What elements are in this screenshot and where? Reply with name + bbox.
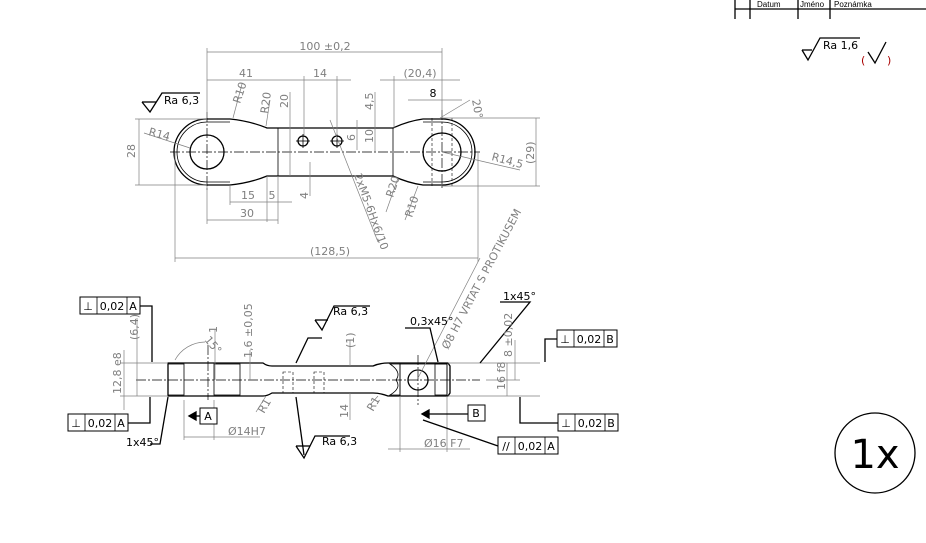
- dim-4: 4: [298, 192, 311, 199]
- fcf-tolerance: 0,02: [88, 417, 113, 430]
- dim-8: 8: [430, 87, 437, 100]
- roughness-symbol-section-top: Ra 6,3: [314, 305, 370, 332]
- roughness-symbol-section-bottom: Ra 6,3: [295, 435, 357, 460]
- r14: R14: [147, 125, 171, 143]
- chamfer-0-3: 0,3x45°: [410, 315, 454, 328]
- parallelism-icon: //: [502, 440, 510, 453]
- perpendicularity-icon: ⊥: [561, 417, 571, 430]
- dim-6: 6: [345, 134, 358, 141]
- dim-5: 5: [269, 189, 276, 202]
- dim-total-length: (128,5): [310, 245, 350, 258]
- dim-14: 14: [313, 67, 327, 80]
- datum-b-box: B: [467, 404, 486, 422]
- fcf-datum: B: [607, 417, 615, 430]
- dim-20-4: (20,4): [403, 67, 436, 80]
- roughness-section-bottom: Ra 6,3: [322, 435, 357, 448]
- dim-41: 41: [239, 67, 253, 80]
- general-roughness-symbol: Ra 1,6 ( ): [801, 37, 891, 67]
- chamfer-left: 1x45°: [126, 436, 159, 449]
- dim-20: 20: [278, 94, 291, 108]
- title-block-date: Datum: [757, 0, 781, 9]
- fcf-tolerance: 0,02: [578, 417, 603, 430]
- fcf-top-left: ⊥ 0,02 A: [79, 296, 141, 315]
- roughness-section-top: Ra 6,3: [333, 305, 368, 318]
- dim-overall-length: 100 ±0,2: [299, 40, 350, 53]
- dim-paren-1: (1): [344, 332, 357, 348]
- fcf-datum: A: [117, 417, 125, 430]
- r10-right: R10: [402, 194, 421, 219]
- title-block-note: Poznámka: [834, 0, 872, 9]
- angle-20: 20°: [469, 98, 485, 119]
- dim-10: 10: [363, 129, 376, 143]
- quantity-text: 1x: [850, 432, 899, 478]
- r1-left: R1: [255, 396, 274, 415]
- r14-5: R14,5: [490, 150, 524, 171]
- bore-14: Ø14H7: [228, 425, 266, 438]
- fcf-tolerance: 0,02: [577, 333, 602, 346]
- fcf-datum: A: [547, 440, 555, 453]
- dim-28: 28: [125, 144, 138, 158]
- r1-right: R1: [364, 394, 383, 413]
- title-block-name: Jméno: [800, 0, 825, 9]
- roughness-top-view: Ra 6,3: [164, 94, 199, 107]
- dim-14-section: 14: [338, 404, 351, 418]
- fcf-datum: B: [606, 333, 614, 346]
- r20-left: R20: [258, 91, 274, 114]
- thread-note: 2xM5-6Hx6/10: [351, 172, 391, 252]
- general-roughness-value: Ra 1,6: [823, 39, 858, 52]
- fcf-tolerance: 0,02: [100, 300, 125, 313]
- dim-4-5: 4,5: [363, 93, 376, 111]
- dim-8-tol: 8 ±0,02: [502, 313, 515, 357]
- dim-12-8: 12,8 e8: [111, 352, 124, 394]
- fcf-parallelism: // 0,02 A: [497, 436, 559, 455]
- dim-30: 30: [240, 207, 254, 220]
- quantity-badge: 1x: [834, 412, 916, 494]
- title-block: Datum Jméno Poznámka: [734, 0, 926, 19]
- angle-15: 15°: [202, 334, 224, 357]
- paren-close: ): [887, 54, 891, 67]
- perpendicularity-icon: ⊥: [71, 417, 81, 430]
- datum-a-label: A: [204, 410, 212, 423]
- r20-right: R20: [383, 174, 402, 199]
- dim-29: (29): [524, 141, 537, 164]
- fcf-datum: A: [129, 300, 137, 313]
- dim-1: 1: [207, 326, 220, 333]
- perpendicularity-icon: ⊥: [83, 300, 93, 313]
- dim-16: 16 f8: [495, 362, 508, 390]
- fcf-bottom-right: ⊥ 0,02 B: [557, 413, 619, 432]
- dim-15: 15: [241, 189, 255, 202]
- fcf-top-right: ⊥ 0,02 B: [556, 329, 618, 348]
- datum-b-label: B: [472, 407, 480, 420]
- bore-16: Ø16 F7: [424, 437, 463, 450]
- paren-open: (: [861, 54, 865, 67]
- fcf-tolerance: 0,02: [518, 440, 543, 453]
- perpendicularity-icon: ⊥: [560, 333, 570, 346]
- datum-a-box: A: [199, 407, 218, 425]
- fcf-bottom-left: ⊥ 0,02 A: [67, 413, 129, 432]
- r10-left: R10: [230, 80, 249, 105]
- section-view: ⊥ 0,02 A ⊥ 0,02 A ⊥ 0,02 B ⊥ 0,02 B // 0…: [67, 207, 619, 460]
- dim-1-6: 1,6 ±0,05: [242, 303, 255, 358]
- roughness-symbol-top: Ra 6,3: [141, 92, 200, 114]
- chamfer-right: 1x45°: [503, 290, 536, 303]
- dim-6-4: (6,4): [128, 314, 141, 340]
- top-view: 100 ±0,2 41 14 (20,4) 8 R10 R20 20 4,5 6…: [125, 40, 540, 262]
